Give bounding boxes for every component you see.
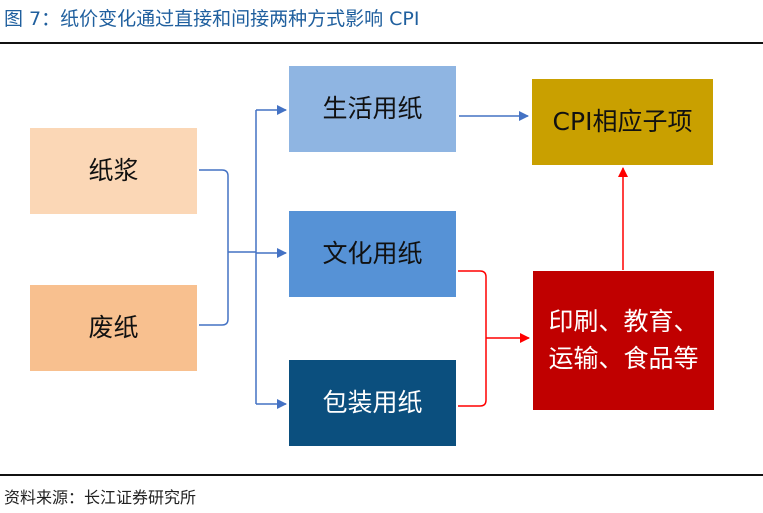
industries-node: 印刷、教育、 运输、食品等 [533, 271, 714, 410]
waste-paper-label: 废纸 [88, 312, 139, 342]
culture-paper-label: 文化用纸 [322, 238, 423, 268]
pulp-node: 纸浆 [30, 128, 197, 214]
living-paper-label: 生活用纸 [322, 93, 423, 123]
cpi-items-label: CPI相应子项 [552, 106, 693, 136]
top-rule [0, 42, 763, 44]
culture-bracket [458, 270, 487, 338]
source-note: 资料来源：长江证券研究所 [4, 488, 197, 507]
industries-label-line2: 运输、食品等 [548, 343, 699, 373]
waste-bracket [199, 252, 229, 326]
figure-title: 图 7：纸价变化通过直接和间接两种方式影响 CPI [4, 8, 420, 30]
living-paper-node: 生活用纸 [289, 66, 456, 152]
packaging-paper-node: 包装用纸 [289, 360, 456, 446]
industries-label-line1: 印刷、教育、 [548, 307, 699, 337]
bottom-rule [0, 474, 763, 476]
waste-paper-node: 废纸 [30, 285, 197, 371]
culture-paper-node: 文化用纸 [289, 211, 456, 297]
pulp-label: 纸浆 [88, 155, 139, 185]
pulp-bracket [199, 169, 229, 252]
cpi-items-node: CPI相应子项 [532, 79, 713, 165]
packaging-bracket [458, 338, 487, 407]
packaging-paper-label: 包装用纸 [322, 387, 423, 417]
